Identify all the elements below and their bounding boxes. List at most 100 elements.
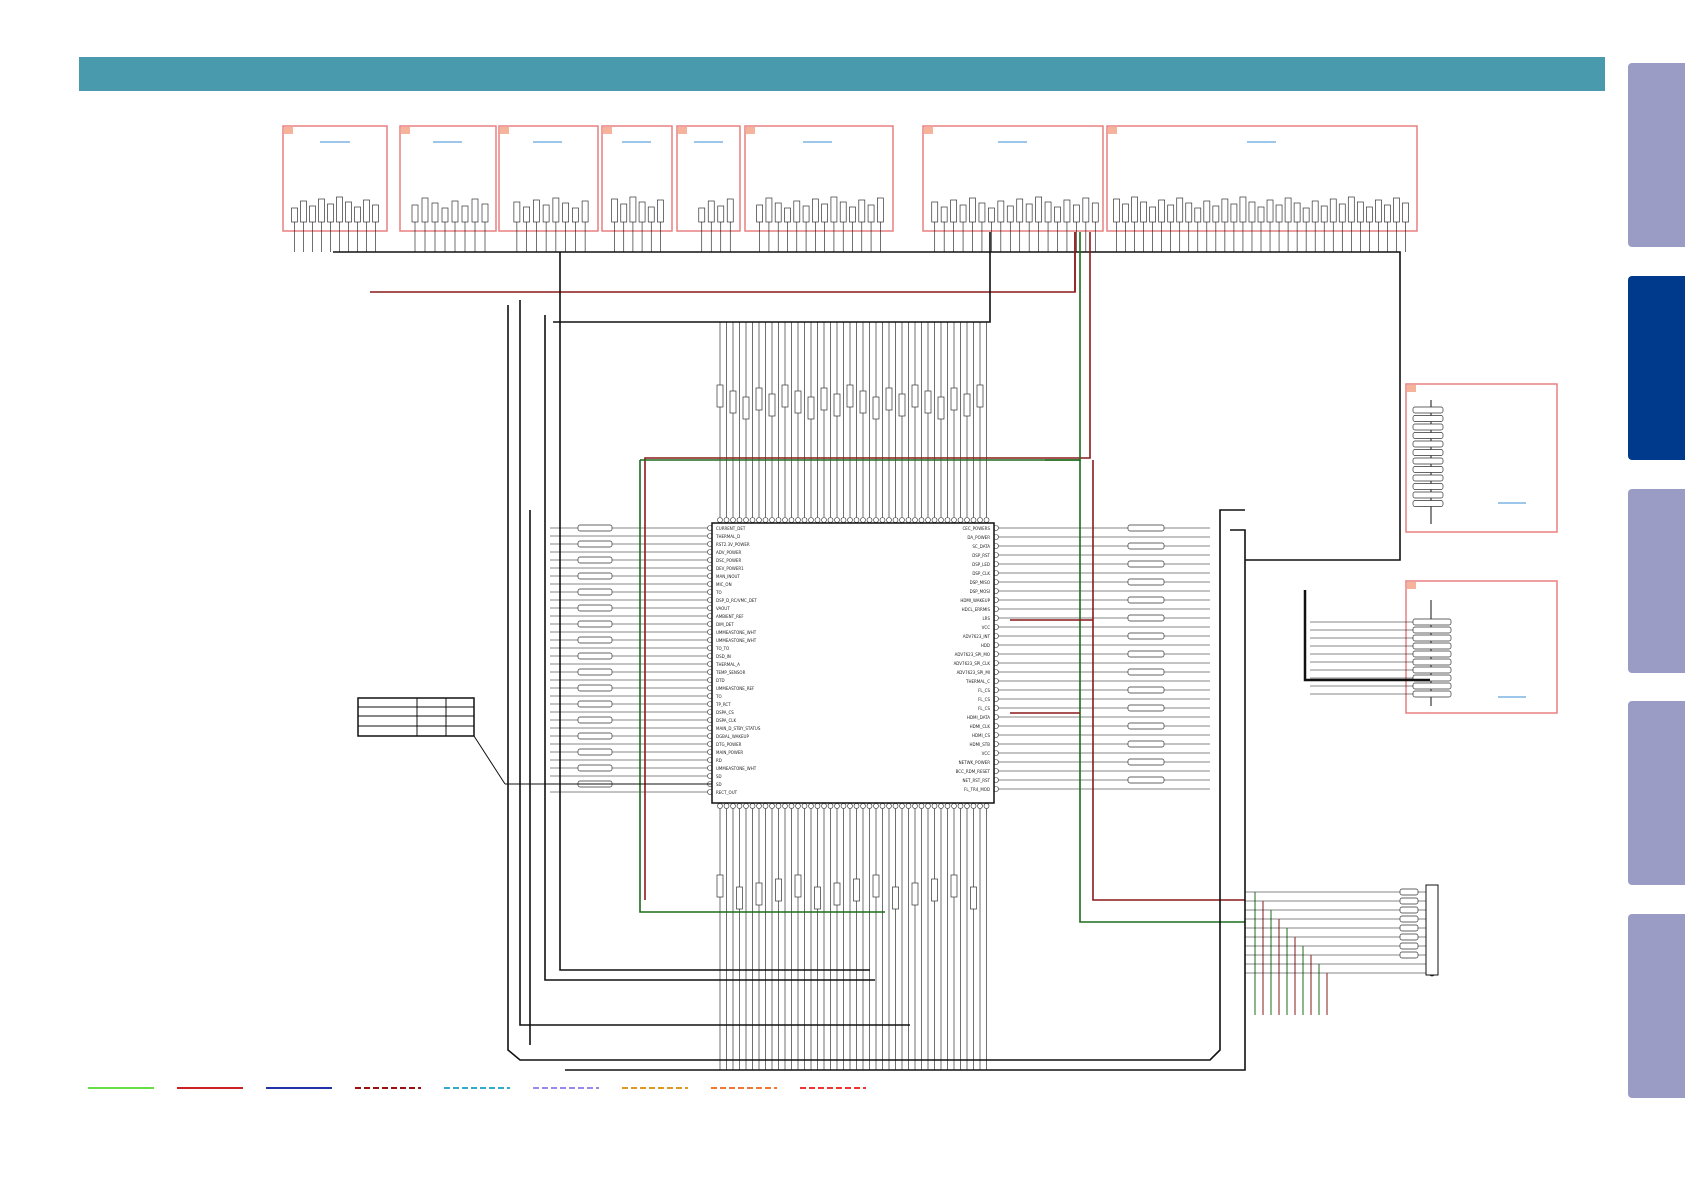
resistor: [872, 396, 880, 420]
pin-stub: [1347, 196, 1355, 223]
left-table: [357, 697, 712, 785]
pin-stub: [461, 205, 469, 223]
ic-pin-label: LRS: [982, 616, 990, 621]
ic-pin-label: SD: [716, 782, 722, 787]
pin-pad: [756, 803, 762, 809]
ic-pin-label: RD: [716, 758, 722, 763]
ic-pin-label: UMMEASTONE_REF: [716, 686, 755, 691]
pin-pad: [860, 803, 866, 809]
resistor: [1127, 650, 1165, 658]
pin-stub: [1412, 440, 1444, 448]
pin-stub: [1063, 199, 1071, 223]
resistor: [1399, 915, 1419, 923]
pin-stub: [1140, 201, 1147, 223]
pin-pad: [808, 517, 814, 523]
block-5: [676, 125, 741, 232]
pin-stub: [959, 204, 967, 223]
resistor: [775, 878, 782, 902]
pin-stub: [309, 205, 316, 223]
ic-pin-label: DIM_DET: [716, 622, 734, 627]
pin-stub: [471, 198, 479, 223]
pin-pad: [821, 803, 827, 809]
pin-pad: [912, 517, 918, 523]
pin-stub: [1412, 406, 1444, 414]
ic-pin-label: THERMAL_D: [715, 534, 740, 539]
pin-pad: [717, 803, 723, 809]
block-7: [922, 125, 1104, 232]
pin-stub: [1006, 205, 1014, 223]
side-tab-3[interactable]: [1628, 489, 1685, 673]
pin-stub: [1035, 196, 1042, 223]
pin-pad: [866, 517, 873, 523]
resistor: [768, 393, 776, 417]
pin-stub: [1194, 207, 1202, 223]
ic-pin-label: DGBAL_WAKEUP: [716, 734, 749, 739]
pin-stub: [1257, 206, 1265, 223]
pin-stub: [657, 199, 664, 223]
pin-pad: [743, 517, 749, 523]
pin-pad: [899, 803, 905, 809]
pin-pad: [717, 517, 723, 523]
resistor: [833, 393, 841, 417]
ic-pin-label: CURRENT_DET: [716, 526, 746, 531]
pin-pad: [892, 517, 899, 523]
pin-stub: [1149, 206, 1156, 223]
resistor: [1127, 704, 1165, 712]
pin-stub: [1412, 483, 1444, 490]
pin-stub: [363, 199, 370, 223]
resistor: [1127, 614, 1165, 622]
pin-stub: [765, 197, 773, 223]
pin-pad: [788, 803, 795, 809]
pin-stub: [1320, 205, 1328, 223]
pin-stub: [877, 197, 884, 223]
ic-pin-label: ADV7623_SPI_CLK: [954, 661, 991, 666]
ic-pin-label: RECT_OUT: [716, 790, 738, 795]
ic-pin-label: UMMEASTONE_WHT: [716, 766, 757, 771]
resistor: [846, 384, 854, 408]
pin-pad: [905, 517, 912, 523]
block-6: [744, 125, 894, 232]
block-4: [601, 125, 673, 232]
pin-pad: [775, 517, 782, 523]
components: [291, 196, 1452, 1070]
pin-pad: [860, 517, 866, 523]
pin-stub: [638, 201, 646, 223]
pin-pad: [847, 803, 853, 809]
pin-stub: [1412, 642, 1452, 650]
ic-pin-label: DSPA_CLK: [716, 718, 737, 723]
pin-stub: [1302, 207, 1310, 223]
pin-pad: [782, 803, 788, 809]
pin-stub: [830, 196, 838, 223]
pin-stub: [950, 199, 957, 223]
pin-stub: [1185, 202, 1193, 223]
pin-stub: [291, 207, 298, 223]
pin-pad: [886, 803, 892, 809]
side-tab-5[interactable]: [1628, 914, 1685, 1098]
pin-stub: [1230, 203, 1238, 223]
pin-stub: [629, 196, 637, 223]
pin-pad: [795, 803, 801, 809]
pin-pad: [723, 803, 730, 809]
ic-pin-label: HDMI_STB: [970, 742, 991, 747]
side-tab-1[interactable]: [1628, 63, 1685, 247]
pin-stub: [793, 200, 801, 223]
pin-stub: [1044, 201, 1052, 223]
side-tab-2[interactable]: [1628, 276, 1685, 460]
pin-stub: [1016, 198, 1024, 223]
resistor: [1127, 632, 1165, 640]
ic-pin-label: UMMEASTONE_WHT: [716, 638, 757, 643]
pin-stub: [562, 202, 569, 223]
pin-stub: [372, 204, 379, 223]
pin-pad: [756, 517, 762, 523]
resistor: [577, 700, 613, 708]
pin-stub: [572, 207, 579, 223]
header-bar: [79, 57, 1605, 91]
side-tab-4[interactable]: [1628, 701, 1685, 885]
main-ic-chip: [711, 522, 995, 804]
pin-pad: [853, 517, 860, 523]
pin-stub: [620, 203, 628, 223]
pin-stub: [513, 201, 521, 223]
ic-pin-label: FL_CS: [978, 706, 990, 711]
pin-stub: [978, 202, 986, 223]
pin-pad: [814, 803, 821, 809]
